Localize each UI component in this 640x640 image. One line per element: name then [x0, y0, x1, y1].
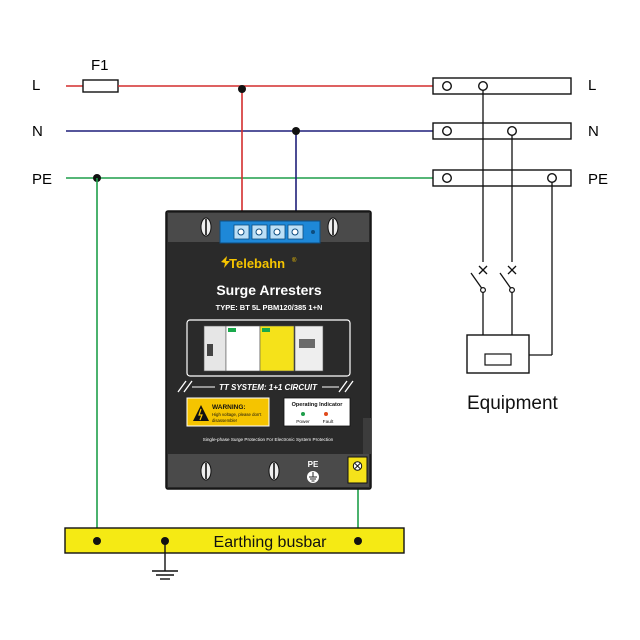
pe-terminal: [347, 456, 368, 484]
device-title: Surge Arresters: [216, 282, 322, 298]
label-PE: PE: [32, 171, 52, 188]
junction-L: [238, 85, 246, 93]
mount-slot-bottom-right: [268, 461, 280, 481]
led-power: [301, 412, 305, 416]
label-N-right: N: [588, 123, 599, 140]
indicator-fault: Fault: [323, 419, 334, 425]
busbar-junction-3: [354, 537, 362, 545]
terminal-block-L: [432, 77, 572, 95]
ground-symbol: [152, 541, 178, 580]
module-panel: [186, 319, 351, 377]
busbar-junction-1: [93, 537, 101, 545]
system-text: TT SYSTEM: 1+1 CIRCUIT: [219, 383, 318, 392]
equipment-box: [466, 334, 530, 374]
terminal-block-N: [432, 122, 572, 140]
mount-slot-bottom-left: [200, 461, 212, 481]
pe-ground-symbol: PE: [307, 460, 319, 483]
brand-mark: ®: [292, 257, 297, 264]
label-N: N: [32, 123, 43, 140]
indicator-title: Operating Indicator: [292, 402, 344, 408]
mount-slot-top-left: [200, 217, 212, 237]
led-fault: [324, 412, 328, 416]
fuse-F1: [82, 79, 119, 93]
earthing-busbar: Earthing busbar: [64, 527, 405, 554]
equipment-wiring: [470, 90, 553, 356]
switch-pivot-2: [509, 287, 516, 294]
input-terminal-strip: [219, 220, 321, 244]
brand-name: Telebahn: [229, 256, 285, 271]
operating-indicator: Operating Indicator Power Fault: [283, 397, 351, 427]
system-banner: TT SYSTEM: 1+1 CIRCUIT: [177, 380, 354, 393]
mount-slot-top-right: [327, 217, 339, 237]
device-footer: Single-phase Surge Protection For Electr…: [203, 437, 334, 442]
device-type: TYPE: BT 5L PBM120/385 1+N: [216, 303, 323, 312]
pe-symbol-label: PE: [308, 460, 319, 469]
warning-box: WARNING: High voltage, please don't disa…: [186, 397, 270, 427]
label-L-right: L: [588, 77, 596, 94]
terminal-block-PE: [432, 169, 572, 187]
equipment-label: Equipment: [467, 393, 559, 414]
label-PE-right: PE: [588, 171, 608, 188]
switch-pivot-1: [480, 287, 487, 294]
indicator-power: Power: [296, 419, 310, 425]
warning-title: WARNING:: [212, 404, 246, 411]
junction-N: [292, 127, 300, 135]
brand-logo: Telebahn ®: [221, 256, 297, 271]
surge-arrester-device: Telebahn ® Surge Arresters TYPE: BT 5L P…: [165, 210, 372, 490]
label-L: L: [32, 77, 40, 94]
warning-text-1: High voltage, please don't: [212, 412, 262, 417]
busbar-label: Earthing busbar: [214, 534, 328, 551]
fuse-label: F1: [91, 57, 109, 74]
warning-text-2: disassemble!: [212, 418, 237, 423]
